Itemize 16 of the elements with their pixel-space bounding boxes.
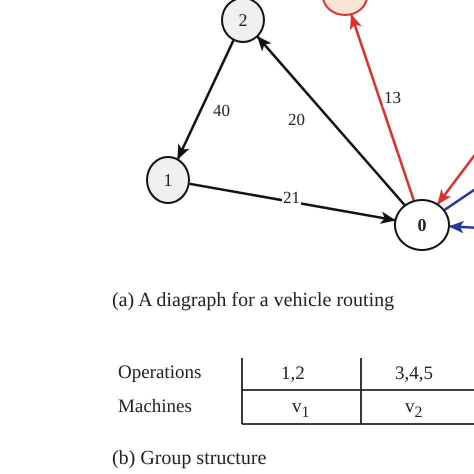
arrow — [350, 14, 415, 201]
arrow — [448, 220, 474, 234]
figure-caption: (a) A diagraph for a vehicle routing — [112, 290, 394, 310]
node-circle: 0 — [394, 199, 450, 251]
figure-caption: (b) Group structure — [112, 448, 266, 468]
table-cell: 3,4,5 — [395, 364, 433, 383]
node-circle: 1 — [146, 156, 190, 204]
arrow — [256, 36, 406, 206]
arrow — [189, 182, 396, 224]
table-cell: v$_{2}$ — [405, 397, 422, 421]
table-cell: 1,2 — [281, 364, 305, 383]
table-cell: v$_{1}$ — [292, 397, 310, 421]
row-header: Operations — [118, 363, 202, 382]
arrow — [176, 40, 234, 160]
node-circle: 2 — [221, 0, 265, 43]
row-header: Machines — [118, 397, 192, 416]
